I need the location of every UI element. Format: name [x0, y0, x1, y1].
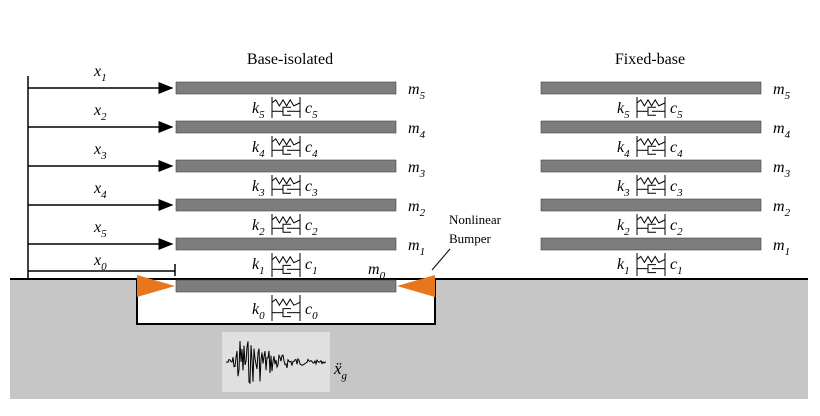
floor-slab [175, 159, 397, 173]
fixed-base-structure: m5 k5 c5 m4 k4 c4 m3 k3 c3 m2 k2 c2 m1 k1 c1 [540, 81, 791, 277]
base-displacement-label: x0 [93, 252, 107, 273]
bumper-leader-line [431, 248, 451, 271]
floor-connector [636, 253, 666, 276]
damping-label: c1 [305, 256, 318, 277]
damping-label: c4 [305, 139, 318, 160]
damper-cylinder-icon [647, 264, 656, 274]
floor-mass-label: m4 [773, 120, 791, 141]
isolation-moat [136, 279, 436, 325]
floor-connector [636, 175, 666, 196]
damper-cylinder-icon [647, 145, 656, 155]
floor-slab [175, 198, 397, 212]
displacement-label: x2 [93, 102, 107, 123]
damper-cylinder-icon [282, 308, 291, 318]
damper-cylinder-icon [647, 106, 656, 116]
bumper-right [397, 275, 435, 297]
floor-slab [175, 120, 397, 134]
base-isolator-connector [271, 295, 301, 321]
displacement-label: x5 [93, 219, 107, 240]
spring-icon [271, 298, 301, 307]
floor-connector [271, 253, 301, 277]
stiffness-label: k2 [617, 217, 630, 238]
floor-connector [271, 136, 301, 157]
base-mass-label: m0 [368, 261, 386, 282]
stiffness-label: k5 [252, 100, 265, 121]
stiffness-label: k4 [617, 139, 630, 160]
damping-label: c2 [670, 217, 683, 238]
spring-icon [271, 98, 301, 107]
floor-mass-label: m3 [773, 159, 791, 180]
floor-connector [271, 97, 301, 118]
displacement-label: x3 [93, 141, 107, 162]
displacement-label: x4 [93, 180, 107, 201]
damper-cylinder-icon [282, 145, 291, 155]
damper-cylinder-icon [282, 223, 291, 233]
floor-mass-label: m5 [773, 81, 791, 102]
damper-cylinder-icon [282, 184, 291, 194]
damping-label: c3 [305, 178, 318, 199]
floor-mass-label: m3 [408, 159, 426, 180]
spring-icon [636, 255, 666, 264]
stiffness-label: k3 [252, 178, 265, 199]
floor-slab [175, 237, 397, 251]
stiffness-label: k2 [252, 217, 265, 238]
spring-icon [636, 176, 666, 185]
base-stiffness-label: k0 [252, 301, 265, 322]
base-damping-label: c0 [305, 301, 318, 322]
floor-connector [636, 214, 666, 235]
floor-mass-label: m5 [408, 81, 426, 102]
spring-icon [271, 215, 301, 224]
floor-slab [540, 81, 762, 95]
damping-label: c5 [670, 100, 683, 121]
bumper-label-line2: Bumper [449, 231, 492, 246]
damping-label: c3 [670, 178, 683, 199]
spring-icon [636, 98, 666, 107]
bumper-left [137, 275, 175, 297]
spring-icon [636, 215, 666, 224]
stiffness-label: k5 [617, 100, 630, 121]
floor-mass-label: m2 [408, 198, 426, 219]
stiffness-label: k3 [617, 178, 630, 199]
ground-motion-label: ẍg [333, 359, 348, 382]
title-fixed-base: Fixed-base [615, 51, 685, 68]
displacement-arrows: x1 x2 x3 x4 x5 x0 [28, 63, 176, 276]
floor-mass-label: m4 [408, 120, 426, 141]
damping-label: c1 [670, 256, 683, 277]
damper-cylinder-icon [647, 184, 656, 194]
floor-connector [271, 214, 301, 235]
title-base-isolated: Base-isolated [247, 51, 333, 68]
stiffness-label: k1 [252, 256, 265, 277]
floor-mass-label: m2 [773, 198, 791, 219]
floor-slab [175, 81, 397, 95]
spring-icon [271, 255, 301, 264]
floor-slab [540, 237, 762, 251]
spring-icon [636, 137, 666, 146]
base-isolated-structure: m5 k5 c5 m4 k4 c4 m3 k3 c3 m2 k2 c2 m1 k1 c1 m0 k0 c0 [175, 81, 426, 322]
floor-connector [636, 136, 666, 157]
floor-mass-label: m1 [773, 237, 790, 258]
spring-icon [271, 176, 301, 185]
base-slab [175, 279, 397, 293]
damper-cylinder-icon [282, 106, 291, 116]
damping-label: c4 [670, 139, 683, 160]
floor-connector [636, 97, 666, 118]
floor-slab [540, 120, 762, 134]
displacement-label: x1 [93, 63, 107, 84]
floor-slab [540, 159, 762, 173]
bumper-label-line1: Nonlinear [449, 212, 502, 227]
damper-cylinder-icon [647, 223, 656, 233]
damping-label: c5 [305, 100, 318, 121]
ground-motion-trace [226, 340, 327, 385]
spring-icon [271, 137, 301, 146]
damping-label: c2 [305, 217, 318, 238]
stiffness-label: k4 [252, 139, 265, 160]
floor-connector [271, 175, 301, 196]
damper-cylinder-icon [282, 264, 291, 274]
stiffness-label: k1 [617, 256, 630, 277]
floor-mass-label: m1 [408, 237, 425, 258]
floor-slab [540, 198, 762, 212]
